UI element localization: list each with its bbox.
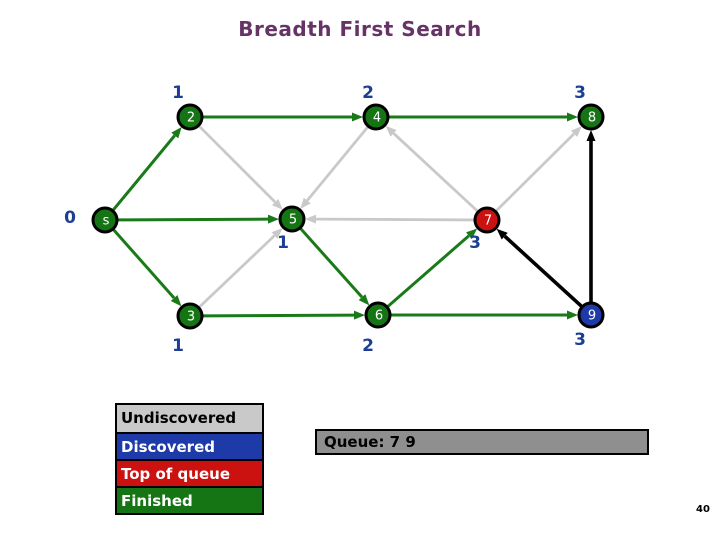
edge-7-5: [304, 214, 475, 224]
edge-s-5: [117, 214, 280, 224]
graph-node-6: [364, 301, 392, 329]
queue-display: Queue: 7 9: [315, 429, 649, 455]
graph-node-2: [176, 103, 204, 131]
page-title: Breadth First Search: [238, 17, 482, 41]
distance-label-8: 3: [574, 83, 586, 103]
graph-node-label-8: 8: [588, 111, 596, 126]
legend-item-finished: Finished: [117, 486, 262, 513]
graph-node-s: [91, 206, 119, 234]
distance-label-9: 3: [574, 330, 586, 350]
graph-node-7: [473, 206, 501, 234]
graph-node-label-2: 2: [187, 111, 195, 126]
graph-node-label-s: s: [103, 214, 110, 229]
graph-node-3: [176, 302, 204, 330]
graph-node-9: [577, 301, 605, 329]
distance-label-6: 2: [362, 336, 374, 356]
legend-item-top-of-queue: Top of queue: [117, 459, 262, 486]
distance-label-2: 1: [172, 83, 184, 103]
edge-9-7: [496, 228, 583, 308]
graph-edges: [112, 112, 596, 320]
graph-node-label-3: 3: [187, 310, 195, 325]
edge-7-4: [385, 125, 479, 213]
edge-7-8: [495, 126, 582, 212]
legend-item-undiscovered: Undiscovered: [117, 405, 262, 432]
graph-node-label-9: 9: [588, 309, 596, 324]
page-number: 40: [696, 504, 710, 515]
graph-node-label-7: 7: [484, 214, 492, 229]
legend: Undiscovered Discovered Top of queue Fin…: [115, 403, 264, 515]
edge-3-5: [198, 227, 283, 309]
distance-label-7: 3: [469, 233, 481, 253]
edge-s-3: [112, 228, 182, 307]
legend-label: Top of queue: [121, 465, 230, 483]
legend-label: Undiscovered: [121, 409, 237, 427]
graph-node-5: [278, 205, 306, 233]
distance-label-4: 2: [362, 83, 374, 103]
edge-4-5: [300, 126, 369, 209]
edge-3-6: [202, 310, 366, 320]
legend-label: Discovered: [121, 438, 215, 456]
edge-2-5: [198, 125, 283, 210]
graph-node-label-6: 6: [375, 309, 383, 324]
distance-label-s: 0: [64, 208, 76, 228]
graph-node-label-4: 4: [373, 111, 381, 126]
edge-5-6: [299, 227, 370, 306]
distance-label-5: 1: [277, 233, 289, 253]
graph-node-label-5: 5: [289, 213, 297, 228]
legend-item-discovered: Discovered: [117, 432, 262, 459]
graph-node-8: [577, 103, 605, 131]
queue-text: Queue: 7 9: [324, 433, 416, 451]
edge-s-2: [112, 127, 182, 211]
edge-6-7: [386, 228, 478, 308]
legend-label: Finished: [121, 492, 193, 510]
graph-node-4: [362, 103, 390, 131]
distance-label-3: 1: [172, 336, 184, 356]
